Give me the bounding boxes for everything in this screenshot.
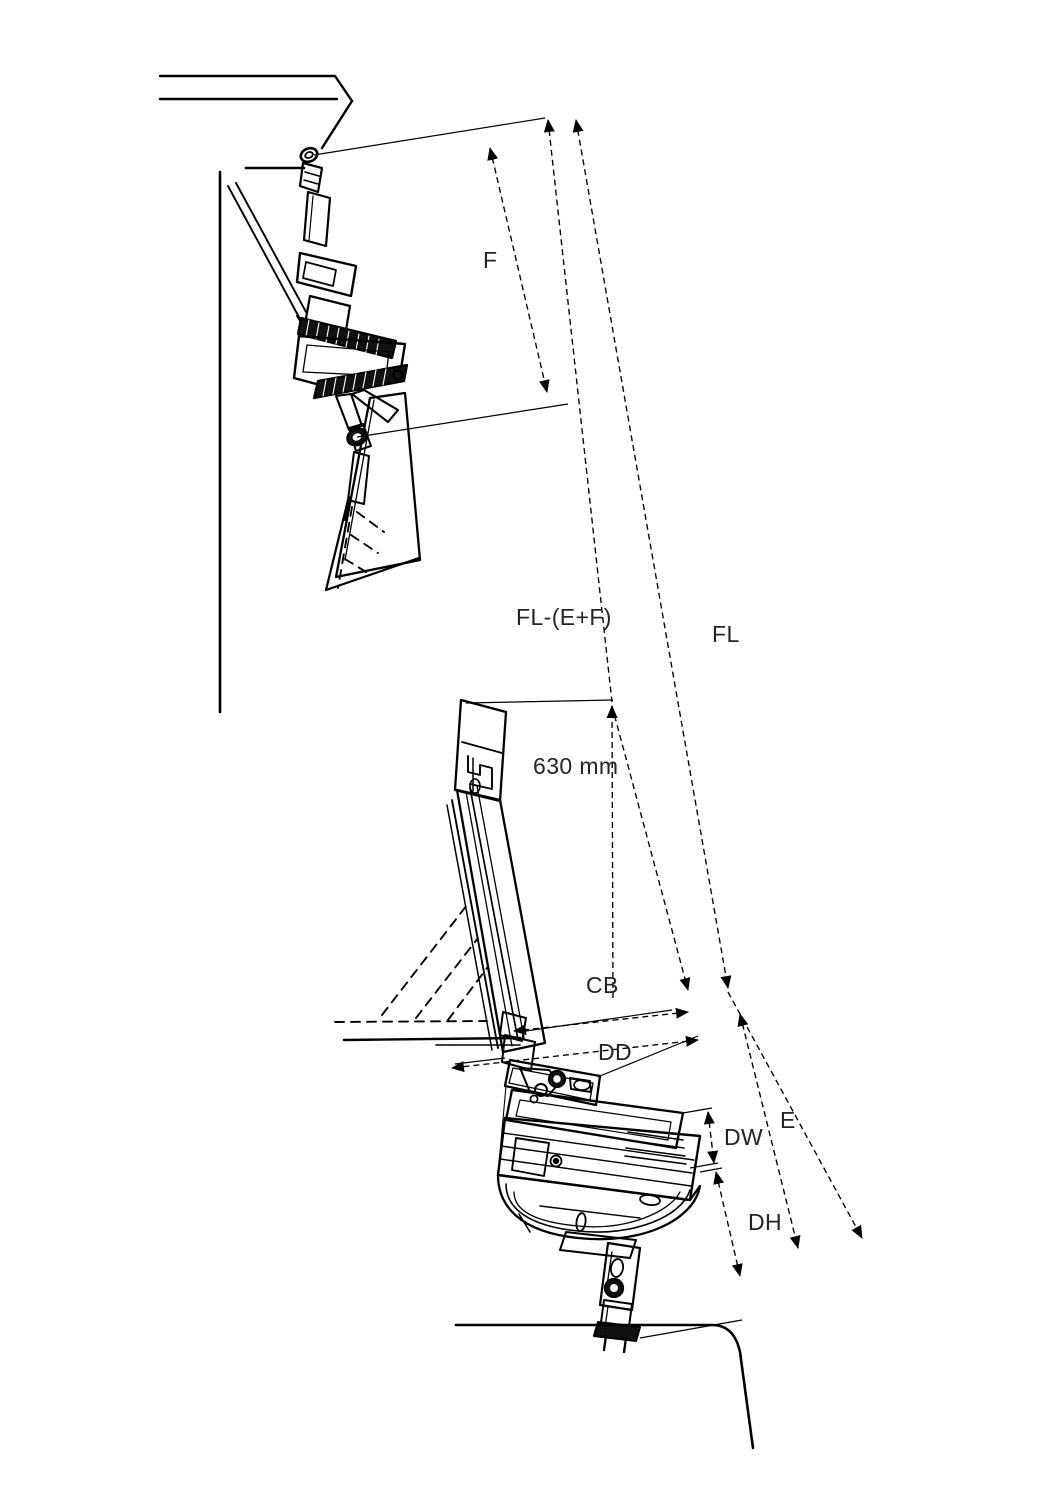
label-f: F (483, 247, 497, 273)
dimension-lines (313, 117, 863, 1339)
dd-dim-arrow (451, 1035, 699, 1073)
stemhead-toggle (592, 1241, 642, 1354)
sail-dashed-outline-upper (337, 506, 385, 589)
f-leader-bottom (356, 403, 569, 438)
halyard-swivel-assembly (292, 146, 409, 521)
fl-dim-line (572, 119, 732, 989)
label-cb: CB (586, 972, 619, 998)
deck-reference-line (342, 1036, 522, 1042)
lower-foil-extrusion (446, 698, 547, 1054)
label-fl: FL (712, 621, 740, 647)
f-leader-top (313, 117, 546, 156)
label-fl-minus: FL-(E+F) (516, 604, 612, 630)
label-dd: DD (598, 1039, 632, 1065)
upper-foil-and-sail-head (324, 391, 422, 592)
dh-leader-bottom (639, 1319, 743, 1339)
masthead-crane (158, 74, 354, 150)
label-e: E (780, 1107, 796, 1133)
f-dim-arrow (487, 147, 550, 393)
mm630-dim-arrow (606, 705, 618, 999)
label-630mm: 630 mm (533, 753, 618, 779)
dh-dim-arrow (713, 1171, 743, 1277)
mm630-leader (465, 699, 614, 704)
label-dh: DH (748, 1209, 782, 1235)
dw-leader-top (682, 1107, 713, 1114)
e-dim-arrow (737, 1013, 801, 1249)
cb-dim-arrow (513, 1007, 689, 1036)
fl-minus-dim-lower (611, 705, 691, 991)
forestay-wires (227, 182, 307, 331)
dw-dim-arrow (703, 1111, 719, 1164)
label-dw: DW (724, 1124, 763, 1150)
fl-dim-lower (727, 991, 863, 1239)
sail-dashed-outline-lower (334, 904, 488, 1023)
dh-leader-top (699, 1167, 723, 1173)
furling-drum-assembly (496, 1058, 702, 1259)
